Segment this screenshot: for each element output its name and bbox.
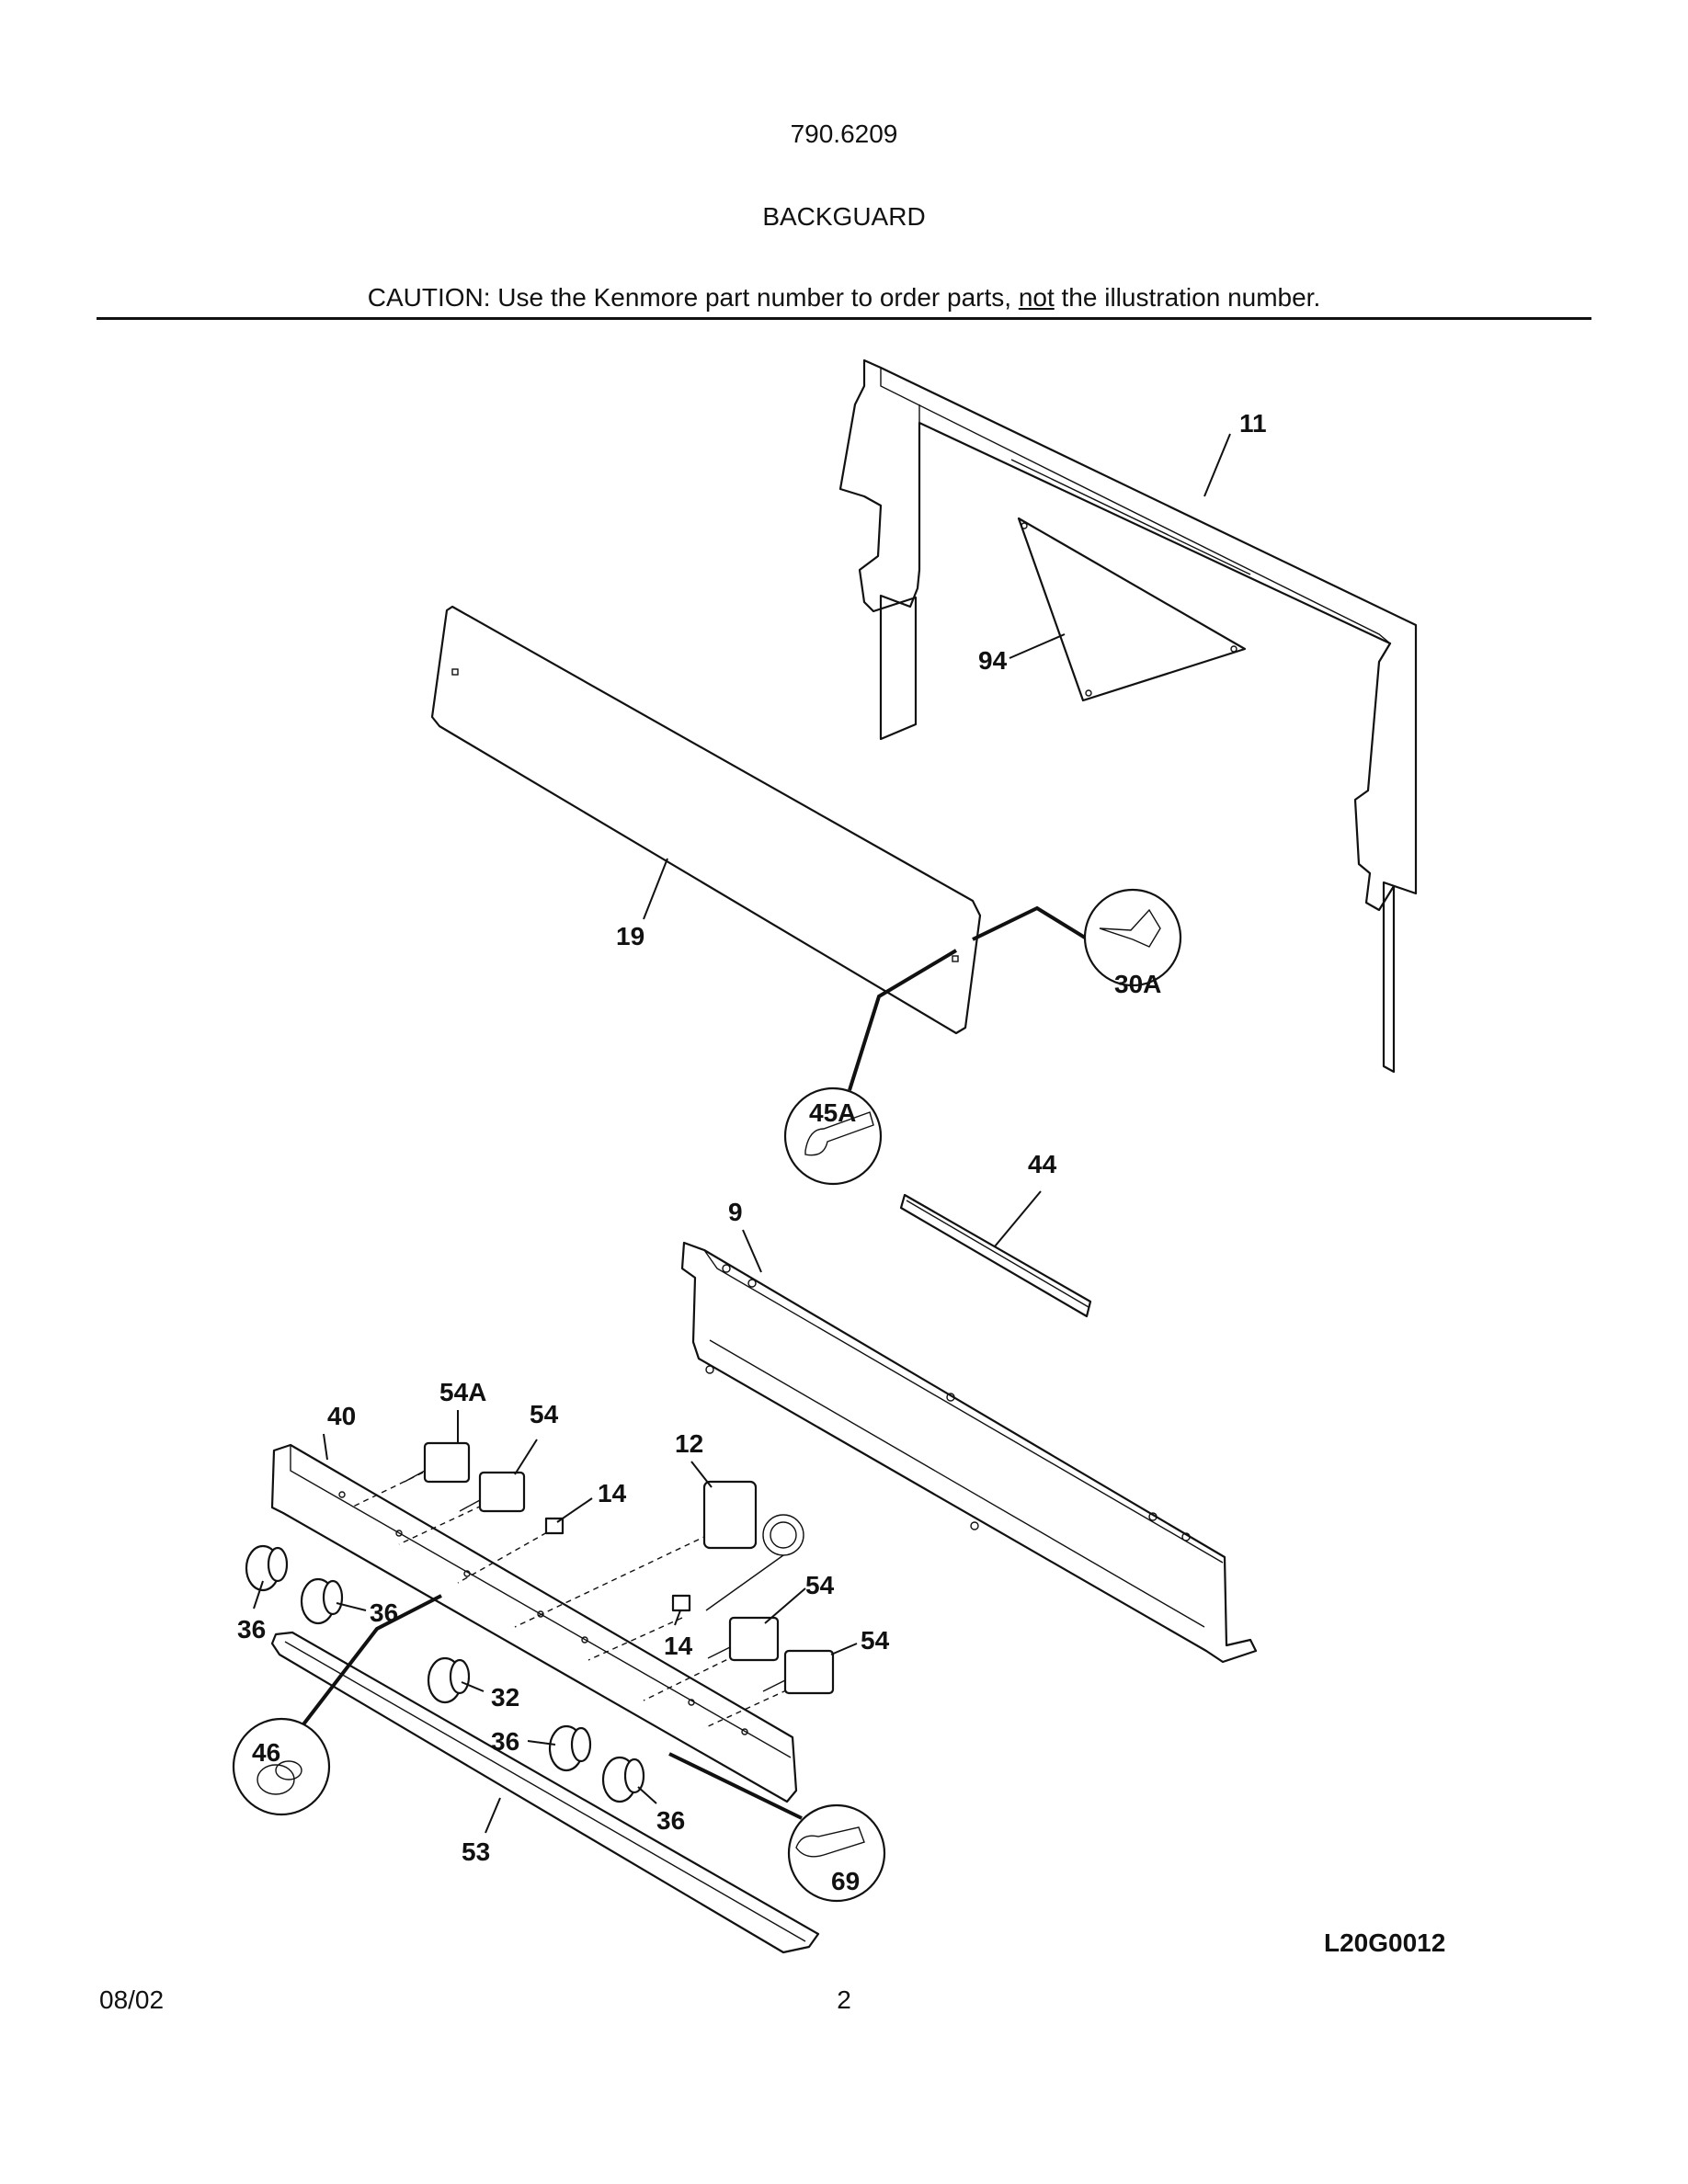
callout-44: 44 [1028,1150,1057,1178]
part-53-trim-strip [270,1631,820,1954]
callout-19: 19 [616,922,644,950]
callout-14-lower: 14 [664,1632,693,1660]
caution-note: CAUTION: Use the Kenmore part number to … [0,283,1688,313]
callout-53: 53 [462,1837,490,1866]
callout-32: 32 [491,1683,519,1712]
callout-14-upper: 14 [598,1479,627,1507]
knob-36-left [300,1577,344,1625]
callout-36-left: 36 [370,1598,398,1627]
part-44-strip [899,1193,1092,1318]
lead-45A [848,949,958,1091]
lead-30A [972,905,1087,941]
part-54-switch-right-1 [707,1616,780,1662]
model-number: 790.6209 [790,119,898,148]
knob-36-right [601,1756,645,1803]
detail-69-screw [787,1803,886,1903]
part-54-switch-right-2 [762,1649,835,1695]
part-94-triangle-plate [1017,517,1247,702]
part-19-panel [430,605,982,1035]
knob-32-center [427,1656,471,1704]
caution-emphasis: not [1018,283,1055,312]
caution-suffix: the illustration number. [1054,283,1321,312]
part-14-connector-lower [671,1594,691,1612]
callout-36-far-left: 36 [237,1615,266,1644]
callout-54-right-2: 54 [861,1626,890,1655]
part-9-manifold-panel [680,1241,1258,1664]
callout-54-upper: 54 [530,1400,559,1428]
header-rule [97,317,1591,320]
section-title: BACKGUARD [762,202,926,231]
knob-36-center-right [548,1724,592,1772]
detail-46-knob [232,1717,331,1816]
callout-36-center-right: 36 [491,1727,519,1756]
part-40-control-panel [270,1443,798,1803]
lead-69 [668,1752,803,1820]
callout-12: 12 [675,1429,703,1458]
callout-40: 40 [327,1402,356,1430]
callout-36-right: 36 [656,1806,685,1835]
lead-46 [302,1594,442,1726]
part-12-thermostat [702,1480,804,1611]
callout-9: 9 [728,1198,743,1226]
callout-54-right-1: 54 [805,1571,835,1599]
caution-prefix: CAUTION: Use the Kenmore part number to … [367,283,1019,312]
revision-date: 08/02 [99,1985,165,2014]
callout-54A: 54A [439,1378,486,1406]
callout-94: 94 [978,646,1008,675]
callout-30A: 30A [1114,970,1161,998]
callout-46: 46 [252,1738,280,1767]
callout-11: 11 [1239,409,1267,438]
detail-45A-bolt [783,1086,883,1186]
page-number: 2 [837,1985,851,2014]
callout-45A: 45A [809,1098,856,1127]
drawing-code: L20G0012 [1324,1928,1446,1957]
knob-36-far-left [245,1544,289,1592]
part-54A-switch [404,1441,471,1484]
callout-69: 69 [831,1867,860,1895]
part-54-switch-upper [459,1471,526,1513]
part-11-backguard-frame [838,358,1418,1074]
